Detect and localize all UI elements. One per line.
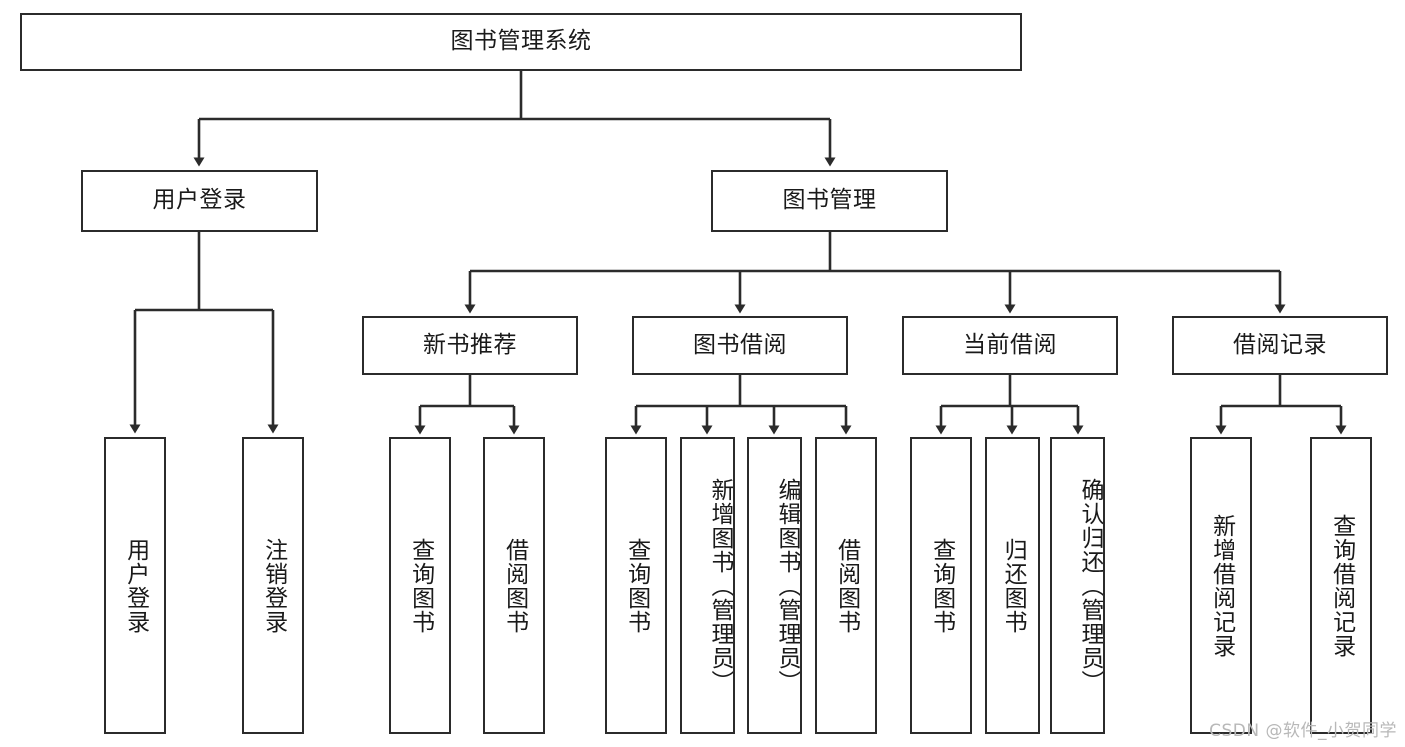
node-leaf-query-book-2[interactable]: 查询图书 <box>605 437 667 734</box>
node-leaf-query-record[interactable]: 查询借阅记录 <box>1310 437 1372 734</box>
node-leaf-user-login[interactable]: 用户登录 <box>104 437 166 734</box>
node-leaf-add-record[interactable]: 新增借阅记录 <box>1190 437 1252 734</box>
node-leaf-logout[interactable]: 注销登录 <box>242 437 304 734</box>
node-current-borrow[interactable]: 当前借阅 <box>902 316 1118 375</box>
node-borrow-record[interactable]: 借阅记录 <box>1172 316 1388 375</box>
node-user-login[interactable]: 用户登录 <box>81 170 318 232</box>
node-leaf-edit-book[interactable]: 编辑图书（管理员） <box>747 437 802 734</box>
node-leaf-borrow-book-1[interactable]: 借阅图书 <box>483 437 545 734</box>
node-leaf-return-book[interactable]: 归还图书 <box>985 437 1040 734</box>
node-leaf-borrow-book-2[interactable]: 借阅图书 <box>815 437 877 734</box>
node-leaf-query-book-1[interactable]: 查询图书 <box>389 437 451 734</box>
node-root[interactable]: 图书管理系统 <box>20 13 1022 71</box>
node-leaf-query-book-3[interactable]: 查询图书 <box>910 437 972 734</box>
node-book-borrow[interactable]: 图书借阅 <box>632 316 848 375</box>
node-leaf-confirm-return[interactable]: 确认归还（管理员） <box>1050 437 1105 734</box>
node-book-manage[interactable]: 图书管理 <box>711 170 948 232</box>
node-new-book-recommend[interactable]: 新书推荐 <box>362 316 578 375</box>
csdn-watermark: CSDN @软件_小贺同学 <box>1209 721 1397 741</box>
node-leaf-add-book[interactable]: 新增图书（管理员） <box>680 437 735 734</box>
